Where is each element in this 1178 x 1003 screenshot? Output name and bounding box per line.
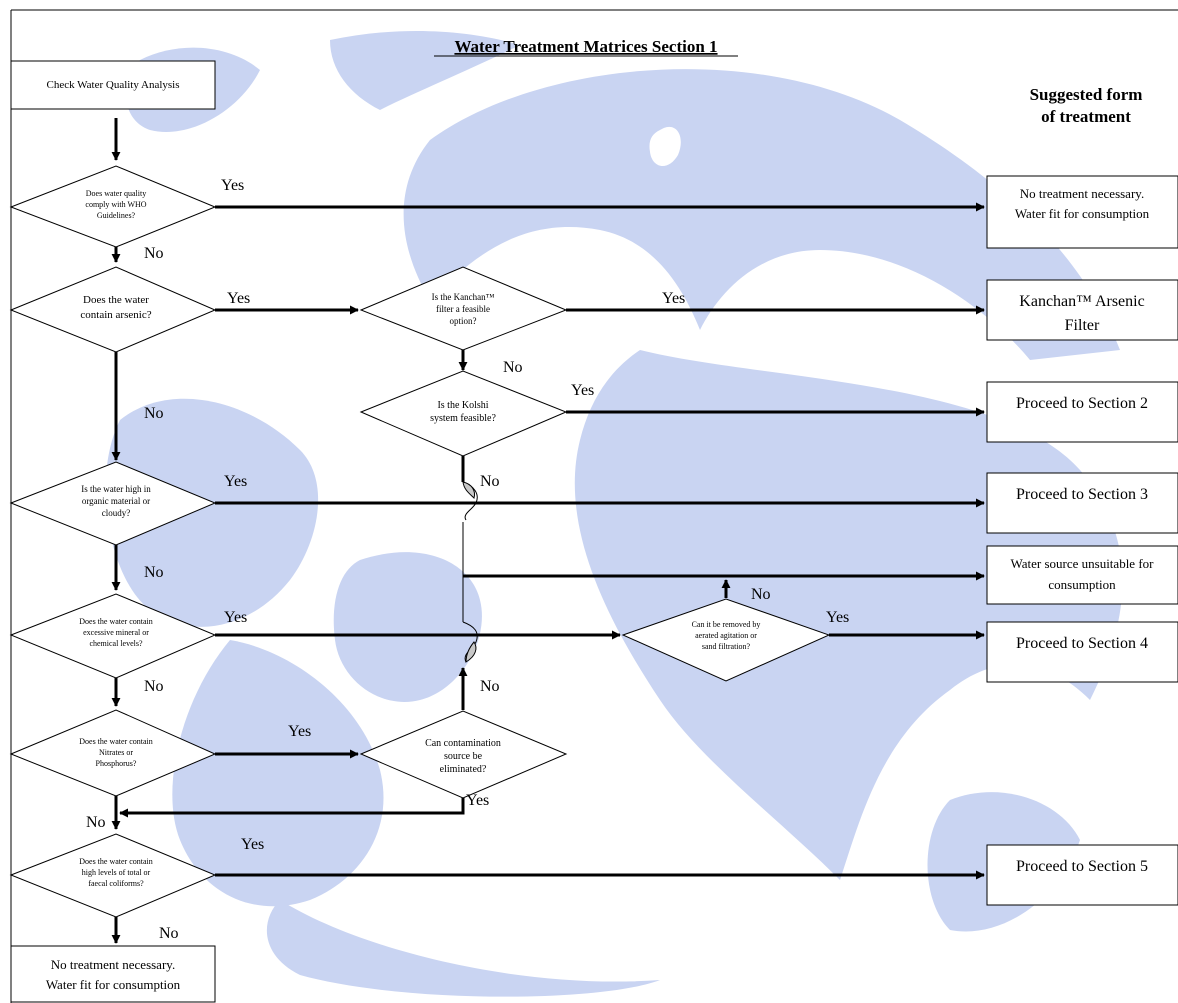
decision-organic-line3: cloudy? [102, 508, 131, 518]
decision-mineral [9, 593, 217, 679]
outcome-unsuitable [986, 545, 1178, 605]
outcome-section-2-label: Proceed to Section 2 [1016, 395, 1148, 412]
outcome-section-3 [986, 472, 1178, 534]
label-no-arsenic: No [144, 405, 164, 422]
column-header-line1: Suggested form [1030, 85, 1143, 104]
outcome-no-treatment-bottom-line2: Water fit for consumption [46, 977, 181, 992]
label-no-aerated: No [751, 586, 771, 603]
edge-labels: Yes No Yes Yes No Yes No Yes No No No Ye… [86, 177, 849, 942]
label-yes-kanchan: Yes [662, 290, 685, 307]
outcome-no-treatment-top-line2: Water fit for consumption [1015, 206, 1150, 221]
label-yes-kolshi: Yes [571, 382, 594, 399]
outcome-section-4-label: Proceed to Section 4 [1016, 635, 1148, 652]
outcome-no-treatment-bottom [10, 945, 216, 1003]
label-yes-coliforms: Yes [241, 836, 264, 853]
outcome-unsuitable-line1: Water source unsuitable for [1011, 556, 1155, 571]
decision-organic [9, 461, 217, 546]
decision-coliforms [9, 833, 217, 918]
label-no-mineral: No [144, 678, 164, 695]
label-yes-aerated: Yes [826, 609, 849, 626]
decision-aerated [621, 598, 831, 682]
line-crossing-hops [462, 481, 478, 663]
decision-contamination [359, 710, 568, 799]
label-yes-mineral: Yes [224, 609, 247, 626]
outcome-unsuitable-line2: consumption [1048, 577, 1116, 592]
decision-aerated-line2: aerated agitation or [695, 631, 757, 640]
label-no-contamination: No [480, 678, 500, 695]
decision-arsenic-line2: contain arsenic? [80, 309, 151, 321]
decision-contamination-line1: Can contamination [425, 738, 501, 749]
label-yes-organic: Yes [224, 473, 247, 490]
decision-mineral-line3: chemical levels? [89, 639, 143, 648]
decision-aerated-line1: Can it be removed by [692, 620, 761, 629]
outcome-section-5-label: Proceed to Section 5 [1016, 858, 1148, 875]
label-yes-arsenic: Yes [227, 290, 250, 307]
label-no-organic: No [144, 564, 164, 581]
page-title: Water Treatment Matrices Section 1 [454, 37, 717, 56]
decision-kolshi-line1: Is the Kolshi [437, 400, 488, 411]
decision-nitrates-line2: Nitrates or [99, 748, 133, 757]
label-no-who: No [144, 245, 164, 262]
decision-coliforms-line3: faecal coliforms? [88, 879, 144, 888]
decision-contamination-line3: eliminated? [440, 764, 487, 775]
decision-contamination-line2: source be [444, 751, 483, 762]
decision-organic-line2: organic material or [82, 496, 150, 506]
decision-kolshi-line2: system feasible? [430, 413, 496, 424]
decision-organic-line1: Is the water high in [81, 484, 151, 494]
outcome-no-treatment-top [986, 175, 1178, 249]
start-box-label: Check Water Quality Analysis [46, 79, 179, 91]
decision-who-guidelines-line1: Does water quality [86, 189, 146, 198]
label-yes-who: Yes [221, 177, 244, 194]
decision-mineral-line1: Does the water contain [79, 617, 153, 626]
column-header-line2: of treatment [1041, 107, 1131, 126]
decision-kanchan-feasible-line2: filter a feasible [436, 304, 490, 314]
decision-kanchan-feasible-line3: option? [450, 316, 477, 326]
decision-arsenic-line1: Does the water [83, 294, 149, 306]
outcome-no-treatment-bottom-line1: No treatment necessary. [51, 957, 175, 972]
outcome-no-treatment-top-line1: No treatment necessary. [1020, 186, 1144, 201]
outcome-section-3-label: Proceed to Section 3 [1016, 486, 1148, 503]
outcome-kanchan-filter-line2: Filter [1065, 317, 1100, 334]
decision-coliforms-line2: high levels of total or [82, 868, 151, 877]
label-no-nitrates: No [86, 814, 106, 831]
decision-aerated-line3: sand filtration? [702, 642, 751, 651]
outcome-section-2 [986, 381, 1178, 443]
decision-coliforms-line1: Does the water contain [79, 857, 153, 866]
outcome-section-4 [986, 621, 1178, 683]
label-no-coliforms: No [159, 925, 179, 942]
decision-who-guidelines-line2: comply with WHO [85, 200, 146, 209]
outcome-section-5 [986, 844, 1178, 906]
label-yes-contamination: Yes [466, 792, 489, 809]
label-no-kolshi: No [480, 473, 500, 490]
start-box [10, 60, 216, 110]
decision-kolshi [359, 370, 568, 457]
decision-kanchan-feasible-line1: Is the Kanchan™ [432, 292, 495, 302]
outcome-kanchan-filter-line1: Kanchan™ Arsenic [1019, 293, 1144, 310]
decision-arsenic [9, 266, 217, 353]
connector-lines [111, 118, 985, 944]
label-no-kanchan: No [503, 359, 523, 376]
decision-nitrates [9, 709, 217, 797]
decision-who-guidelines [9, 165, 217, 248]
decision-nitrates-line3: Phosphorus? [96, 759, 137, 768]
decision-mineral-line2: excessive mineral or [83, 628, 149, 637]
outcome-kanchan-filter [986, 279, 1178, 341]
decision-who-guidelines-line3: Guidelines? [97, 211, 136, 220]
decision-kanchan-feasible [359, 266, 568, 351]
decision-nitrates-line1: Does the water contain [79, 737, 153, 746]
label-yes-nitrates: Yes [288, 723, 311, 740]
